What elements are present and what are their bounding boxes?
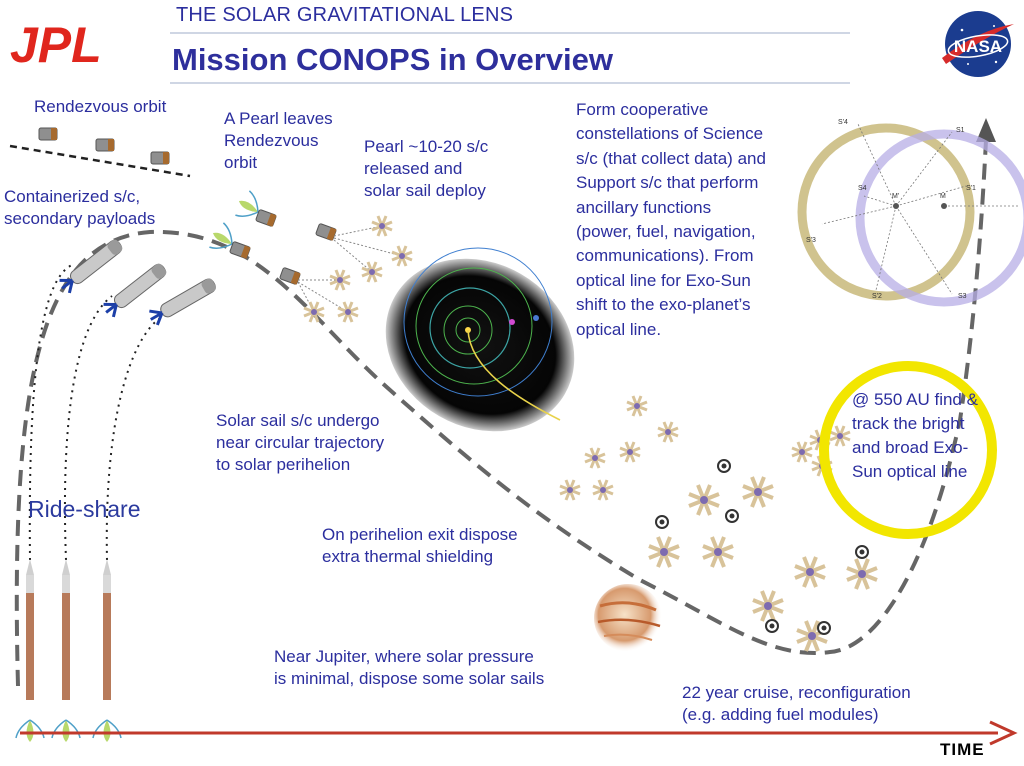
solar-sail-spacecraft xyxy=(390,244,414,268)
rocket-exhaust-icon xyxy=(15,719,45,743)
solar-system-orbit-image xyxy=(385,247,575,432)
label-perihelion-exit: On perihelion exit dispose extra thermal… xyxy=(322,525,518,566)
nasa-logo: NASA xyxy=(938,8,1018,80)
label-constellations: Form cooperative constellations of Scien… xyxy=(576,100,766,339)
constellation-ring-diagram: S'4 S1 S4 M' M S'1 S'3 S'2 S3 xyxy=(797,119,1024,307)
page-subtitle: THE SOLAR GRAVITATIONAL LENS xyxy=(176,4,514,26)
rendezvous-satellite xyxy=(38,127,58,141)
cruise-spacecraft xyxy=(828,424,852,448)
constellation-label: S1 xyxy=(956,127,965,134)
rendezvous-satellite xyxy=(95,138,115,152)
constellation-label: S'2 xyxy=(872,293,882,300)
cruise-spacecraft xyxy=(625,394,649,418)
pearl-carrier xyxy=(314,222,338,242)
solar-sail-spacecraft xyxy=(336,300,360,324)
exo-sun-target-ring xyxy=(819,361,997,539)
solar-sail-spacecraft xyxy=(370,214,394,238)
page-title: Mission CONOPS in Overview xyxy=(172,42,614,77)
pearl-spacecraft xyxy=(228,240,252,260)
cruise-spacecraft xyxy=(793,555,827,589)
cruise-spacecraft xyxy=(583,446,607,470)
cruise-spacecraft xyxy=(751,589,785,623)
label-pearl-released: Pearl ~10-20 s/c released and solar sail… xyxy=(364,137,489,200)
rendezvous-satellite xyxy=(150,151,170,165)
cruise-spacecraft xyxy=(701,535,735,569)
container-spacecraft xyxy=(55,235,127,297)
rendezvous-orbit-line xyxy=(9,144,191,178)
label-time: TIME xyxy=(940,740,985,759)
launch-rocket xyxy=(103,559,111,700)
subtitle-divider xyxy=(170,32,850,34)
cruise-spacecraft xyxy=(741,475,775,509)
container-spacecraft xyxy=(99,259,171,321)
constellation-label: M xyxy=(940,193,946,200)
constellation-label: M' xyxy=(892,193,899,200)
title-divider xyxy=(170,82,850,84)
label-pearl-leaves: A Pearl leaves Rendezvous orbit xyxy=(224,109,333,172)
pearl-spacecraft xyxy=(254,208,278,228)
launch-arc xyxy=(28,264,73,561)
trajectory-arrowhead xyxy=(976,118,996,142)
solar-sail-spacecraft xyxy=(360,260,384,284)
nasa-logo-text: NASA xyxy=(954,37,1002,56)
constellation-label: S'3 xyxy=(806,237,816,244)
label-jupiter: Near Jupiter, where solar pressure is mi… xyxy=(274,647,545,688)
mission-trajectory xyxy=(14,139,988,687)
label-rendezvous-orbit: Rendezvous orbit xyxy=(34,97,167,116)
cruise-spacecraft xyxy=(591,478,615,502)
launch-rocket xyxy=(26,559,34,700)
cruise-spacecraft xyxy=(618,440,642,464)
label-solar-sail-trajectory: Solar sail s/c undergo near circular tra… xyxy=(216,411,385,474)
label-550-au: @ 550 AU find & track the bright and bro… xyxy=(852,390,978,481)
rocket-exhaust-icon xyxy=(51,719,81,743)
launch-arc xyxy=(105,317,161,561)
solar-sail-spacecraft xyxy=(328,268,352,292)
rocket-exhaust-icon xyxy=(92,719,122,743)
container-spacecraft xyxy=(145,274,220,328)
cruise-spacecraft xyxy=(656,420,680,444)
cruise-spacecraft xyxy=(558,478,582,502)
cruise-spacecraft xyxy=(647,535,681,569)
constellation-label: S'4 xyxy=(838,119,848,126)
constellation-label: S3 xyxy=(958,293,967,300)
cruise-spacecraft xyxy=(790,440,814,464)
jpl-logo: JPL xyxy=(10,17,155,73)
jpl-logo-text: JPL xyxy=(10,18,102,68)
time-arrowhead xyxy=(989,720,1018,746)
cruise-spacecraft xyxy=(687,483,721,517)
label-ride-share: Ride-share xyxy=(28,496,141,522)
launch-arc xyxy=(63,295,113,561)
cruise-spacecraft xyxy=(845,557,879,591)
label-cruise: 22 year cruise, reconfiguration (e.g. ad… xyxy=(682,683,911,724)
constellation-label: S4 xyxy=(858,185,867,192)
label-containerized: Containerized s/c, secondary payloads xyxy=(4,187,156,228)
launch-rocket xyxy=(62,559,70,700)
jupiter-planet xyxy=(594,584,662,652)
constellation-label: S'1 xyxy=(966,185,976,192)
